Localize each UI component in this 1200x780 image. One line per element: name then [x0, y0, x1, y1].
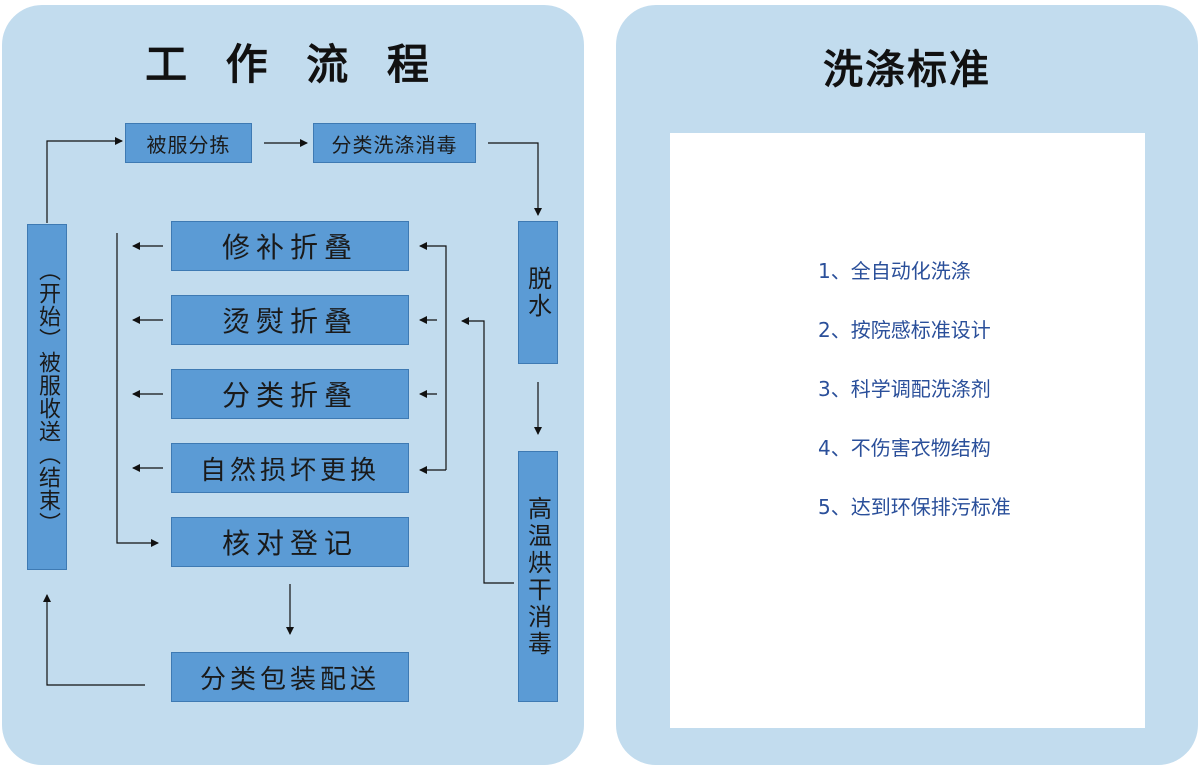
box-damage-replace: 自然损坏更换 — [171, 443, 409, 493]
arrow-collect-to-sorting — [46, 137, 123, 223]
standards-card: 1、全自动化洗涤 2、按院感标准设计 3、科学调配洗涤剂 4、不伤害衣物结构 5… — [670, 133, 1145, 728]
standard-item-5: 5、达到环保排污标准 — [818, 495, 1011, 519]
standard-item-3: 3、科学调配洗涤剂 — [818, 377, 991, 401]
arrow-dry-to-bracket — [461, 317, 514, 584]
box-spin-dry: 脱水 — [518, 221, 558, 364]
box-pack-deliver: 分类包装配送 — [171, 652, 409, 702]
box-wash-disinfect: 分类洗涤消毒 — [313, 123, 476, 163]
arrow-to-check — [116, 233, 159, 547]
standard-item-1: 1、全自动化洗涤 — [818, 259, 971, 283]
standards-title: 洗涤标准 — [823, 47, 991, 93]
box-classify-fold: 分类折叠 — [171, 369, 409, 419]
box-verify-register: 核对登记 — [171, 517, 409, 567]
box-high-temp-dry: 高温烘干消毒 — [518, 451, 558, 702]
workflow-title: 工 作 流 程 — [145, 40, 441, 89]
arrow-bracket-to-repair — [419, 242, 447, 470]
box-iron-fold: 烫熨折叠 — [171, 295, 409, 345]
standard-item-4: 4、不伤害衣物结构 — [818, 436, 991, 460]
box-repair-fold: 修补折叠 — [171, 221, 409, 271]
standard-item-2: 2、按院感标准设计 — [818, 318, 991, 342]
box-collect-deliver: （开始）被服收送（结束） — [27, 224, 67, 570]
standards-list: 1、全自动化洗涤 2、按院感标准设计 3、科学调配洗涤剂 4、不伤害衣物结构 5… — [818, 259, 1011, 554]
arrow-wash-to-spin — [488, 142, 542, 216]
arrow-deliver-to-collect — [43, 594, 145, 686]
box-sorting: 被服分拣 — [125, 123, 252, 163]
